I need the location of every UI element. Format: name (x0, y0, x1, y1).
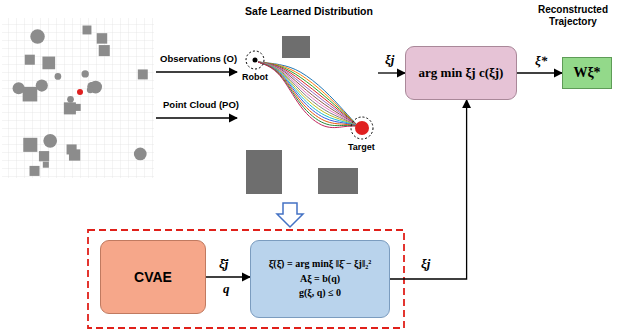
obstacles (13, 26, 148, 176)
optimizer-box: arg min ξj c(ξj) (405, 46, 517, 100)
obstacle (134, 148, 147, 161)
figure-title: Safe Learned Distribution (234, 5, 384, 17)
dashed-group-box (88, 230, 404, 328)
connector-arrow (206, 276, 250, 277)
edge-label: ξ̄j (218, 256, 229, 272)
math-text: ξ̄(ξ̄) = arg minξ ‖ξ̄ − ξj‖₂² (269, 257, 371, 272)
target-dot (355, 121, 369, 135)
edge-label: ξ* (534, 53, 548, 69)
obstacle (282, 36, 310, 58)
trajectory (258, 62, 358, 126)
edge-label: ξj (384, 52, 395, 68)
math-text: g(ξ, q) ≤ 0 (299, 286, 341, 301)
math-text: Aξ = b(q) (300, 272, 340, 287)
trajectory (258, 62, 358, 126)
pointcloud-arrow (156, 117, 237, 118)
reconstruction-box: Reconstructed TrajectoryWξ* (562, 57, 612, 89)
cvae-box: CVAE (100, 240, 206, 314)
obstacle (246, 150, 282, 194)
marker-label: Robot (242, 72, 268, 82)
marker-label: Target (348, 142, 375, 152)
trajectory (258, 62, 358, 126)
math-text: Wξ* (573, 63, 600, 83)
obstacle (67, 96, 74, 103)
obstacle (39, 151, 49, 161)
obstacle (87, 86, 94, 93)
obstacle (81, 70, 88, 77)
trajectory (258, 62, 358, 126)
target-marker (351, 117, 373, 139)
obstacle (99, 45, 110, 56)
obstacle (23, 138, 37, 152)
annotation-label: q (222, 281, 231, 297)
projection-box: ξ̄(ξ̄) = arg minξ ‖ξ̄ − ξj‖₂²Aξ = b(q)g(… (250, 240, 390, 318)
obstacle (13, 82, 25, 94)
obstacle (69, 149, 80, 160)
robot-marker (246, 51, 264, 69)
obstacle (318, 168, 358, 194)
obstacle (43, 162, 49, 168)
trajectory (258, 62, 358, 126)
trajectory (258, 62, 358, 126)
obstacle (97, 33, 107, 43)
connector-arrow (390, 100, 467, 279)
obstacle (30, 166, 40, 176)
trajectory (258, 62, 358, 126)
hollow-down-arrow (277, 203, 303, 227)
obstacle (25, 55, 35, 65)
obstacle (36, 79, 48, 91)
learned-distribution-plot: Safe Learned DistributionRobotTarget (240, 30, 378, 190)
observation-arrow (156, 71, 237, 72)
environment-grid (2, 18, 154, 178)
obstacle (55, 73, 62, 80)
math-text: arg min ξj c(ξj) (419, 64, 504, 83)
trajectory (258, 62, 358, 126)
obstacle (23, 87, 38, 102)
goal-dot (77, 89, 83, 95)
trajectory (258, 62, 358, 126)
obstacle (42, 57, 55, 70)
trajectory (258, 62, 358, 126)
annotation-label: Observations (O) (160, 53, 237, 64)
box-label: CVAE (134, 267, 172, 287)
obstacle (43, 134, 57, 148)
obstacle (138, 69, 148, 79)
trajectory (258, 62, 358, 126)
trajectory (258, 62, 358, 128)
connector-arrow (378, 72, 405, 73)
obstacle (83, 26, 92, 35)
trajectory (258, 62, 358, 126)
trajectories (258, 62, 358, 128)
robot-dot (253, 58, 258, 63)
annotation-label: Point Cloud (PO) (163, 99, 239, 110)
obstacle (64, 102, 76, 114)
trajectory (258, 62, 358, 126)
obstacle (30, 29, 44, 43)
figure-title: Reconstructed Trajectory (523, 4, 623, 28)
edge-label: ξj (420, 256, 431, 272)
connector-arrow (517, 72, 562, 73)
